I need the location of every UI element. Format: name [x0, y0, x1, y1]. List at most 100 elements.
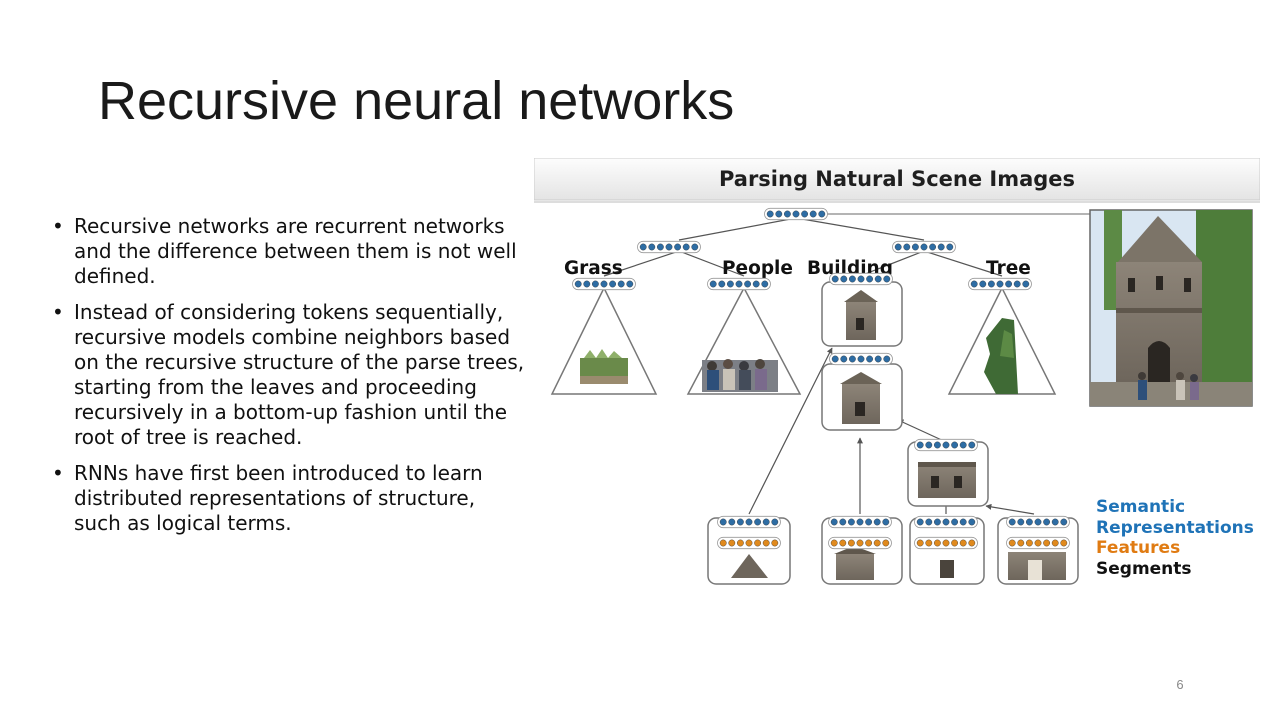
- semantic-unit: [942, 441, 950, 449]
- bullet-item: Instead of considering tokens sequential…: [50, 300, 528, 450]
- semantic-unit: [920, 243, 928, 251]
- grass-segment-image: [580, 349, 628, 384]
- people-segment-image: [702, 359, 778, 392]
- semantic-unit: [933, 518, 941, 526]
- feature-unit: [1034, 539, 1042, 547]
- semantic-unit: [674, 243, 682, 251]
- building-node-box: [821, 281, 903, 347]
- semantic-unit: [600, 280, 608, 288]
- bullet-item: RNNs have first been introduced to learn…: [50, 461, 528, 536]
- feature-unit: [856, 539, 864, 547]
- feature-unit: [719, 539, 727, 547]
- semantic-unit: [874, 355, 882, 363]
- semantic-unit: [718, 280, 726, 288]
- semantic-unit: [946, 243, 954, 251]
- semantic-unit: [726, 280, 734, 288]
- semantic-unit: [830, 518, 838, 526]
- semantic-unit: [709, 280, 717, 288]
- figure-legend: Semantic Representations Features Segmen…: [1096, 497, 1254, 579]
- semantic-unit: [839, 518, 847, 526]
- semantic-unit: [856, 518, 864, 526]
- semantic-unit: [968, 518, 976, 526]
- feature-unit: [916, 539, 924, 547]
- grass-region: [550, 286, 658, 395]
- scene-photo: [1089, 209, 1253, 407]
- semantic-unit: [866, 355, 873, 363]
- semantic-unit: [903, 243, 911, 251]
- semantic-unit: [754, 518, 762, 526]
- semantic-unit: [691, 243, 699, 251]
- feature-unit: [736, 539, 744, 547]
- semantic-unit: [1034, 518, 1042, 526]
- feature-unit: [942, 539, 950, 547]
- semantic-unit: [883, 275, 891, 283]
- semantic-unit: [866, 275, 873, 283]
- semantic-unit: [736, 518, 744, 526]
- semantic-unit: [916, 518, 924, 526]
- semantic-unit: [865, 518, 872, 526]
- bullet-list: Recursive networks are recurrent network…: [50, 214, 528, 547]
- slide-title: Recursive neural networks: [98, 71, 735, 131]
- semantic-unit: [1005, 280, 1012, 288]
- feature-unit: [865, 539, 872, 547]
- semantic-unit: [925, 441, 933, 449]
- semantic-unit: [752, 280, 760, 288]
- legend-features: Features: [1096, 538, 1180, 558]
- legend-representations: Representations: [1096, 518, 1254, 538]
- semantic-unit: [735, 280, 743, 288]
- semantic-unit: [937, 243, 945, 251]
- semantic-unit: [617, 280, 625, 288]
- semantic-unit: [762, 518, 770, 526]
- node-vectors: [572, 207, 1070, 550]
- semantic-unit: [783, 210, 791, 218]
- semantic-unit: [929, 243, 936, 251]
- figure-title: Parsing Natural Scene Images: [719, 167, 1075, 191]
- semantic-unit: [882, 518, 890, 526]
- label-tree: Tree: [986, 258, 1031, 279]
- semantic-unit: [818, 210, 826, 218]
- semantic-unit: [657, 243, 664, 251]
- semantic-unit: [911, 243, 919, 251]
- semantic-unit: [1051, 518, 1059, 526]
- semantic-unit: [665, 243, 673, 251]
- semantic-unit: [968, 441, 976, 449]
- semantic-unit: [873, 518, 881, 526]
- semantic-unit: [1008, 518, 1016, 526]
- semantic-unit: [744, 280, 752, 288]
- semantic-unit: [959, 441, 967, 449]
- semantic-unit: [840, 275, 848, 283]
- merge-arrows: [748, 347, 1035, 515]
- feature-unit: [1017, 539, 1025, 547]
- feature-unit: [771, 539, 779, 547]
- semantic-unit: [848, 355, 856, 363]
- segment-box: [997, 517, 1079, 585]
- figure-header: [534, 158, 1260, 201]
- semantic-unit: [801, 210, 808, 218]
- semantic-unit: [761, 280, 769, 288]
- feature-unit: [1051, 539, 1059, 547]
- semantic-unit: [894, 243, 902, 251]
- semantic-unit: [574, 280, 582, 288]
- feature-unit: [839, 539, 847, 547]
- semantic-unit: [874, 275, 882, 283]
- feature-unit: [728, 539, 736, 547]
- semantic-unit: [1022, 280, 1030, 288]
- bullet-item: Recursive networks are recurrent network…: [50, 214, 528, 289]
- feature-unit: [1043, 539, 1050, 547]
- semantic-unit: [831, 355, 839, 363]
- semantic-unit: [1013, 280, 1021, 288]
- legend-segments: Segments: [1096, 559, 1192, 579]
- page-number: 6: [1176, 677, 1184, 692]
- semantic-unit: [979, 280, 987, 288]
- semantic-unit: [745, 518, 753, 526]
- semantic-unit: [933, 441, 941, 449]
- semantic-unit: [951, 518, 958, 526]
- tree-segment-image: [984, 318, 1018, 394]
- feature-unit: [925, 539, 933, 547]
- feature-unit: [1008, 539, 1016, 547]
- semantic-unit: [1025, 518, 1033, 526]
- semantic-unit: [840, 355, 848, 363]
- scene-parsing-figure: Parsing Natural Scene Images: [534, 158, 1260, 590]
- feature-unit: [882, 539, 890, 547]
- feature-unit: [873, 539, 881, 547]
